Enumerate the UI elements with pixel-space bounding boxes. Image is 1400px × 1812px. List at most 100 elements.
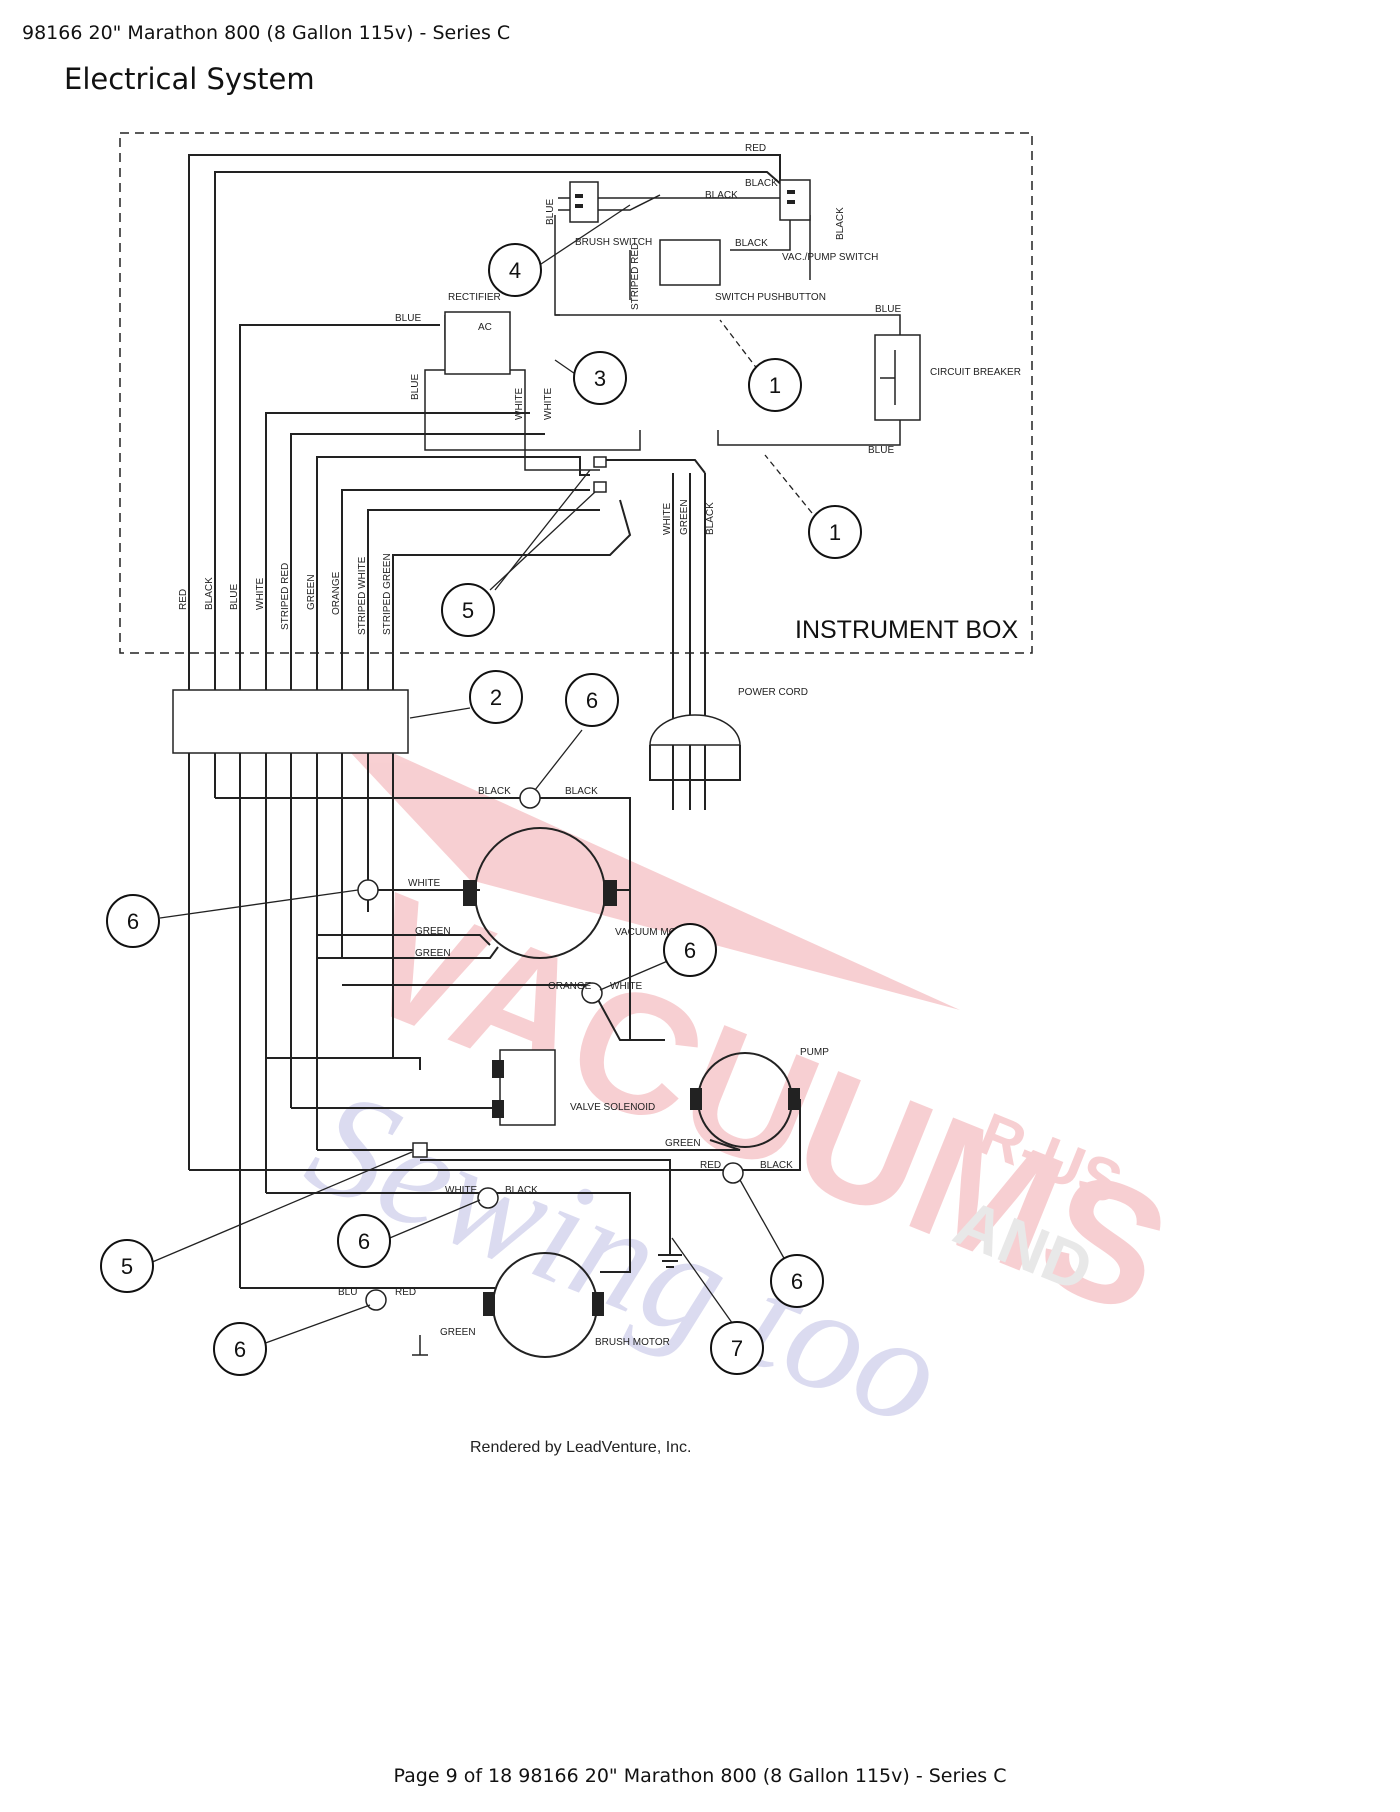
harness-wires bbox=[188, 154, 801, 1289]
pump: PUMP bbox=[690, 1047, 829, 1148]
wire-label-blue-brush-sw: BLUE bbox=[545, 199, 556, 225]
callout-6a: 6 bbox=[565, 673, 619, 727]
callout-5a: 5 bbox=[441, 583, 495, 637]
callout-6b: 6 bbox=[106, 894, 160, 948]
wire-label-white-bm: WHITE bbox=[445, 1185, 478, 1196]
rectifier: RECTIFIER AC bbox=[444, 292, 511, 375]
wire-label-white-rect2: WHITE bbox=[543, 387, 554, 420]
wire-label-green: GREEN bbox=[306, 574, 317, 610]
wire-label-red-bm: RED bbox=[395, 1287, 416, 1298]
harness-connector bbox=[172, 689, 409, 754]
svg-text:5: 5 bbox=[121, 1254, 133, 1279]
wire-label-black-vm1: BLACK bbox=[478, 786, 511, 797]
wire-nut bbox=[581, 982, 603, 1004]
callout-7: 7 bbox=[710, 1321, 764, 1375]
wire-label-black-bm: BLACK bbox=[505, 1185, 538, 1196]
circuit-breaker: CIRCUIT BREAKER bbox=[874, 334, 1021, 421]
wire-nut bbox=[357, 879, 379, 901]
svg-text:6: 6 bbox=[358, 1229, 370, 1254]
callout-6f: 6 bbox=[213, 1322, 267, 1376]
svg-text:3: 3 bbox=[594, 366, 606, 391]
svg-text:1: 1 bbox=[769, 373, 781, 398]
wire-label-red-top: RED bbox=[745, 143, 766, 154]
vacuum-motor: VACUUM MOTOR bbox=[463, 827, 697, 959]
brush-switch-label: BRUSH SWITCH bbox=[575, 237, 652, 248]
brush-motor-label: BRUSH MOTOR bbox=[595, 1337, 670, 1348]
wire-label-white: WHITE bbox=[255, 577, 266, 610]
brush-motor: BRUSH MOTOR bbox=[483, 1252, 670, 1358]
svg-text:6: 6 bbox=[234, 1337, 246, 1362]
callout-5b: 5 bbox=[100, 1239, 154, 1293]
wire-connectors bbox=[357, 787, 744, 1311]
power-cord-label: POWER CORD bbox=[738, 687, 808, 698]
wire-label-green-vm1: GREEN bbox=[415, 926, 451, 937]
wire-label-orange-vm: ORANGE bbox=[548, 981, 592, 992]
callout-6c: 6 bbox=[663, 923, 717, 977]
ground-splice bbox=[412, 1142, 428, 1158]
wire-label-blue-rect-top: BLUE bbox=[395, 313, 421, 324]
wire-label-green-vm2: GREEN bbox=[415, 948, 451, 959]
wire-label-black-vac-sw: BLACK bbox=[835, 207, 846, 240]
wire-label-white-vm: WHITE bbox=[408, 878, 441, 889]
callout-1b: 1 bbox=[808, 505, 862, 559]
wire-label-blu-bm: BLU bbox=[338, 1287, 357, 1298]
switch-pushbutton: SWITCH PUSHBUTTON bbox=[659, 239, 826, 303]
rectifier-ac-label: AC bbox=[478, 322, 492, 333]
callout-bubbles: 4 3 1 1 5 2 6 6 6 5 6 6 6 7 bbox=[100, 243, 862, 1376]
wire-label-striped-red-top: STRIPED RED bbox=[630, 243, 641, 310]
callout-6d: 6 bbox=[337, 1214, 391, 1268]
svg-text:6: 6 bbox=[791, 1269, 803, 1294]
instrument-box-boundary bbox=[119, 132, 1033, 654]
vac-pump-switch-label: VAC./PUMP SWITCH bbox=[782, 252, 878, 263]
wire-nut bbox=[365, 1289, 387, 1311]
callout-3: 3 bbox=[573, 351, 627, 405]
wire-label-black-push: BLACK bbox=[735, 238, 768, 249]
rendered-by-credit: Rendered by LeadVenture, Inc. bbox=[470, 1439, 692, 1456]
svg-text:1: 1 bbox=[829, 520, 841, 545]
wire-label-black-top: BLACK bbox=[745, 178, 778, 189]
document-header: 98166 20" Marathon 800 (8 Gallon 115v) -… bbox=[22, 22, 511, 44]
wire-label-black-top2: BLACK bbox=[705, 190, 738, 201]
wire-label-black-vm2: BLACK bbox=[565, 786, 598, 797]
wire-label-black: BLACK bbox=[204, 577, 215, 610]
vac-pump-switch: VAC./PUMP SWITCH bbox=[779, 179, 878, 263]
terminal-block-top bbox=[593, 456, 607, 493]
instrument-box-label: INSTRUMENT BOX bbox=[795, 616, 1018, 644]
wire-label-blue-cb: BLUE bbox=[875, 304, 901, 315]
callout-leaders bbox=[149, 204, 813, 1346]
pump-label: PUMP bbox=[800, 1047, 829, 1058]
power-cord: POWER CORD bbox=[649, 687, 808, 781]
wire-label-black-cord: BLACK bbox=[705, 502, 716, 535]
wire-label-white-rect1: WHITE bbox=[514, 387, 525, 420]
section-title: Electrical System bbox=[64, 62, 315, 96]
wire-nut bbox=[722, 1162, 744, 1184]
wire-label-striped-green: STRIPED GREEN bbox=[382, 553, 393, 635]
svg-text:6: 6 bbox=[586, 688, 598, 713]
wire-label-blue-bottom: BLUE bbox=[868, 445, 894, 456]
wire-label-red-pump: RED bbox=[700, 1160, 721, 1171]
wire-label-black-pump: BLACK bbox=[760, 1160, 793, 1171]
svg-text:6: 6 bbox=[127, 909, 139, 934]
svg-text:6: 6 bbox=[684, 938, 696, 963]
rectifier-label: RECTIFIER bbox=[448, 292, 501, 303]
wire-label-white-pump: WHITE bbox=[610, 981, 643, 992]
wire-nut bbox=[519, 787, 541, 809]
wire-label-green-cord: GREEN bbox=[679, 499, 690, 535]
ground-symbol bbox=[412, 1240, 682, 1356]
svg-text:2: 2 bbox=[490, 685, 502, 710]
wire-label-red: RED bbox=[178, 589, 189, 610]
callout-6e: 6 bbox=[770, 1254, 824, 1308]
document-footer: Page 9 of 18 98166 20" Marathon 800 (8 G… bbox=[393, 1765, 1007, 1787]
callout-4: 4 bbox=[488, 243, 542, 297]
callout-2: 2 bbox=[469, 670, 523, 724]
wire-labels-horizontal: RED BLACK BLACK BLACK BLUE BLUE BLUE BLA… bbox=[338, 143, 901, 1338]
wire-label-striped-white: STRIPED WHITE bbox=[357, 556, 368, 635]
wire-label-green-pump: GREEN bbox=[665, 1138, 701, 1149]
vacuum-motor-label: VACUUM MOTOR bbox=[615, 927, 697, 938]
circuit-breaker-label: CIRCUIT BREAKER bbox=[930, 367, 1021, 378]
wire-label-orange: ORANGE bbox=[331, 571, 342, 615]
wire-label-striped-red: STRIPED RED bbox=[280, 563, 291, 630]
wire-label-blue-rect: BLUE bbox=[410, 374, 421, 400]
valve-solenoid: VALVE SOLENOID bbox=[492, 1049, 655, 1126]
brush-switch: BRUSH SWITCH bbox=[569, 181, 652, 248]
